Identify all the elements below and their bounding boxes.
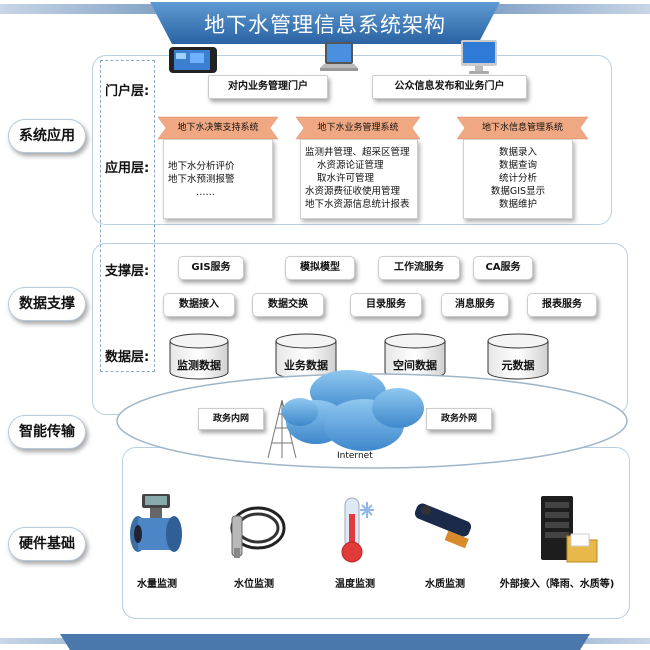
- module-item: 地下水预测报警: [168, 174, 235, 185]
- internet-label: Internet: [337, 451, 373, 461]
- portal-public-info: 公众信息发布和业务门户: [372, 75, 527, 99]
- network-extranet: 政务外网: [426, 408, 492, 430]
- service-workflow: 工作流服务: [378, 256, 460, 280]
- module-item: 水资源费征收使用管理: [305, 186, 401, 197]
- cylinder-spatial: [384, 333, 446, 380]
- service-simulation-model: 模拟模型: [285, 256, 355, 280]
- service-directory: 目录服务: [350, 293, 422, 317]
- module-item: ……: [196, 187, 215, 198]
- module-decision-support: 地下水分析评价 地下水预测报警 ……: [163, 139, 273, 219]
- module-item: 数据GIS显示: [490, 186, 546, 197]
- hardware-label-temperature: 温度监测: [335, 579, 375, 590]
- module-info-management: 数据录入 数据查询 统计分析 数据GIS显示 数据维护: [463, 139, 573, 219]
- diagram-title: 地下水管理信息系统架构: [204, 13, 446, 37]
- service-gis: GIS服务: [178, 256, 244, 280]
- module-item: 地下水资源信息统计报表: [305, 199, 410, 210]
- side-label-data-support: 数据支撑: [8, 287, 86, 321]
- module-ribbons: [157, 116, 589, 140]
- cylinder-monitoring: [169, 333, 229, 380]
- water-level-sensor-icon: [230, 506, 286, 558]
- title-banner: [0, 2, 650, 44]
- layer-labels-frame: [100, 60, 155, 372]
- thermometer-icon: [341, 497, 374, 563]
- tablet-icon: [169, 47, 217, 73]
- module-item: 水资源论证管理: [317, 160, 384, 171]
- data-store-monitoring: 监测数据: [177, 359, 221, 372]
- hardware-label-quality: 水质监测: [425, 579, 465, 590]
- side-label-system-app: 系统应用: [8, 119, 86, 153]
- data-store-metadata: 元数据: [501, 359, 535, 372]
- desktop-monitor-icon: [461, 40, 497, 74]
- flow-meter-icon: [130, 494, 182, 552]
- hardware-label-flow: 水量监测: [137, 579, 177, 590]
- module-title-info: 地下水信息管理系统: [481, 123, 563, 133]
- cylinder-business: [275, 333, 337, 380]
- service-data-access: 数据接入: [163, 293, 235, 317]
- network-intranet: 政务内网: [198, 408, 264, 430]
- module-item: 监测井管理、超采区管理: [305, 147, 410, 158]
- hardware-label-external: 外部接入（降雨、水质等): [499, 579, 615, 590]
- service-report: 报表服务: [527, 293, 597, 317]
- layer-label-data: 数据层:: [105, 350, 150, 365]
- module-business-management: 监测井管理、超采区管理 水资源论证管理 取水许可管理 水资源费征收使用管理 地下…: [300, 139, 418, 219]
- data-store-spatial: 空间数据: [393, 359, 437, 372]
- module-item: 取水许可管理: [317, 173, 375, 184]
- service-message: 消息服务: [441, 293, 509, 317]
- bottom-banner: [0, 634, 650, 650]
- service-ca: CA服务: [473, 256, 533, 280]
- cylinder-metadata: [487, 333, 549, 380]
- service-data-exchange: 数据交换: [252, 293, 324, 317]
- module-item: 统计分析: [498, 173, 537, 184]
- transmission-network: [116, 370, 628, 469]
- water-quality-probe-icon: [414, 503, 472, 549]
- server-folder-icon: [541, 496, 598, 563]
- portal-internal-business: 对内业务管理门户: [208, 75, 328, 99]
- module-title-decision: 地下水决策支持系统: [177, 123, 259, 133]
- side-label-transmission: 智能传输: [8, 415, 86, 449]
- module-title-business: 地下水业务管理系统: [317, 123, 399, 133]
- data-store-cylinders: [169, 333, 549, 380]
- module-item: 数据录入: [498, 147, 537, 158]
- data-store-business: 业务数据: [284, 359, 328, 372]
- side-label-hardware: 硬件基础: [8, 527, 86, 561]
- layer-label-application: 应用层:: [105, 161, 150, 176]
- module-item: 地下水分析评价: [168, 161, 235, 172]
- layer-label-portal: 门户层:: [105, 84, 150, 99]
- layer-label-support: 支撑层:: [105, 264, 150, 279]
- internet-cloud-icon: [282, 370, 424, 451]
- hardware-label-level: 水位监测: [234, 579, 274, 590]
- laptop-icon: [320, 42, 358, 71]
- module-item: 数据查询: [498, 160, 537, 171]
- module-item: 数据维护: [498, 199, 537, 210]
